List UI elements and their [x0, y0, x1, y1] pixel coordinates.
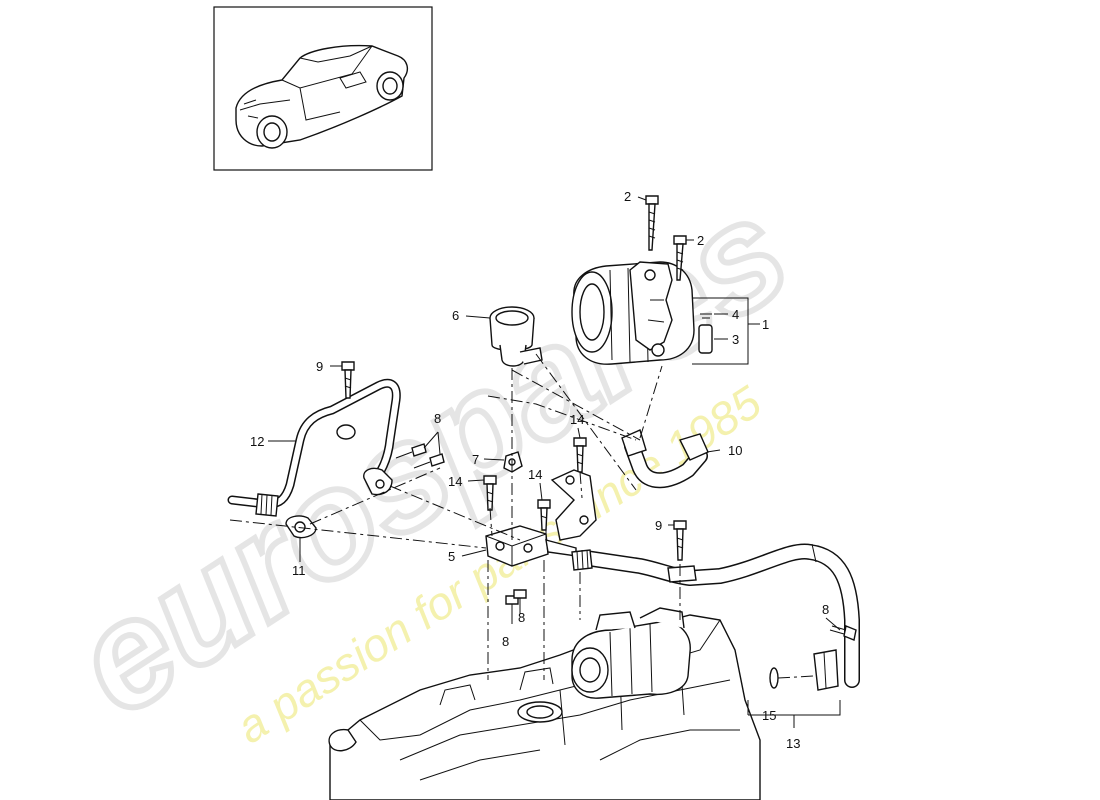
- callout-8d[interactable]: 8: [822, 602, 829, 617]
- callout-12[interactable]: 12: [250, 434, 264, 449]
- bolt-8e[interactable]: [829, 625, 857, 641]
- callout-6[interactable]: 6: [452, 308, 459, 323]
- callout-8c[interactable]: 8: [518, 610, 525, 625]
- callout-14b[interactable]: 14: [570, 412, 584, 427]
- combination-valve[interactable]: [489, 306, 543, 367]
- callout-11[interactable]: 11: [292, 563, 306, 578]
- car-icon: [235, 44, 409, 149]
- seal-15[interactable]: [769, 667, 779, 689]
- callout-9b[interactable]: 9: [655, 518, 662, 533]
- callout-14c[interactable]: 14: [528, 467, 542, 482]
- bolt-8d[interactable]: [513, 589, 527, 614]
- gasket-11[interactable]: [285, 515, 317, 539]
- bolt-14b[interactable]: [573, 437, 587, 473]
- pipe-12[interactable]: [227, 378, 401, 517]
- callouts: 1 2 2 3 4 5 6 7 8 8 8 8 9 9 10 11 12 13 …: [250, 189, 829, 751]
- bolt-8c[interactable]: [505, 595, 519, 624]
- bolt-2b[interactable]: [673, 235, 687, 281]
- leader-lines: [268, 196, 841, 728]
- callout-2b[interactable]: 2: [697, 233, 704, 248]
- bolt-9b[interactable]: [673, 520, 687, 561]
- sleeve-3[interactable]: [698, 324, 713, 354]
- bolt-2a[interactable]: [645, 195, 659, 251]
- callout-10[interactable]: 10: [728, 443, 742, 458]
- callout-1[interactable]: 1: [762, 317, 769, 332]
- valve-block-5[interactable]: [485, 525, 577, 567]
- secondary-air-pump[interactable]: [571, 261, 695, 365]
- callout-7[interactable]: 7: [472, 452, 479, 467]
- clip-4[interactable]: [700, 313, 712, 319]
- bolt-9a[interactable]: [341, 361, 355, 399]
- callout-4[interactable]: 4: [732, 307, 739, 322]
- callout-13[interactable]: 13: [786, 736, 800, 751]
- bolt-8b[interactable]: [413, 453, 445, 469]
- bolt-14a[interactable]: [483, 475, 497, 511]
- callout-3[interactable]: 3: [732, 332, 739, 347]
- mounting-bracket: [550, 469, 597, 541]
- callout-9a[interactable]: 9: [316, 359, 323, 374]
- callout-2a[interactable]: 2: [624, 189, 631, 204]
- vehicle-thumbnail[interactable]: [213, 6, 433, 171]
- callout-8a[interactable]: 8: [434, 411, 441, 426]
- callout-14a[interactable]: 14: [448, 474, 462, 489]
- assembly-lines: [229, 353, 815, 680]
- hose-13[interactable]: [571, 543, 860, 691]
- starter-motor: [571, 607, 691, 699]
- callout-15[interactable]: 15: [762, 708, 776, 723]
- callout-8b[interactable]: 8: [502, 634, 509, 649]
- bracket-7[interactable]: [503, 451, 523, 473]
- callout-5[interactable]: 5: [448, 549, 455, 564]
- bolt-8a[interactable]: [395, 443, 427, 459]
